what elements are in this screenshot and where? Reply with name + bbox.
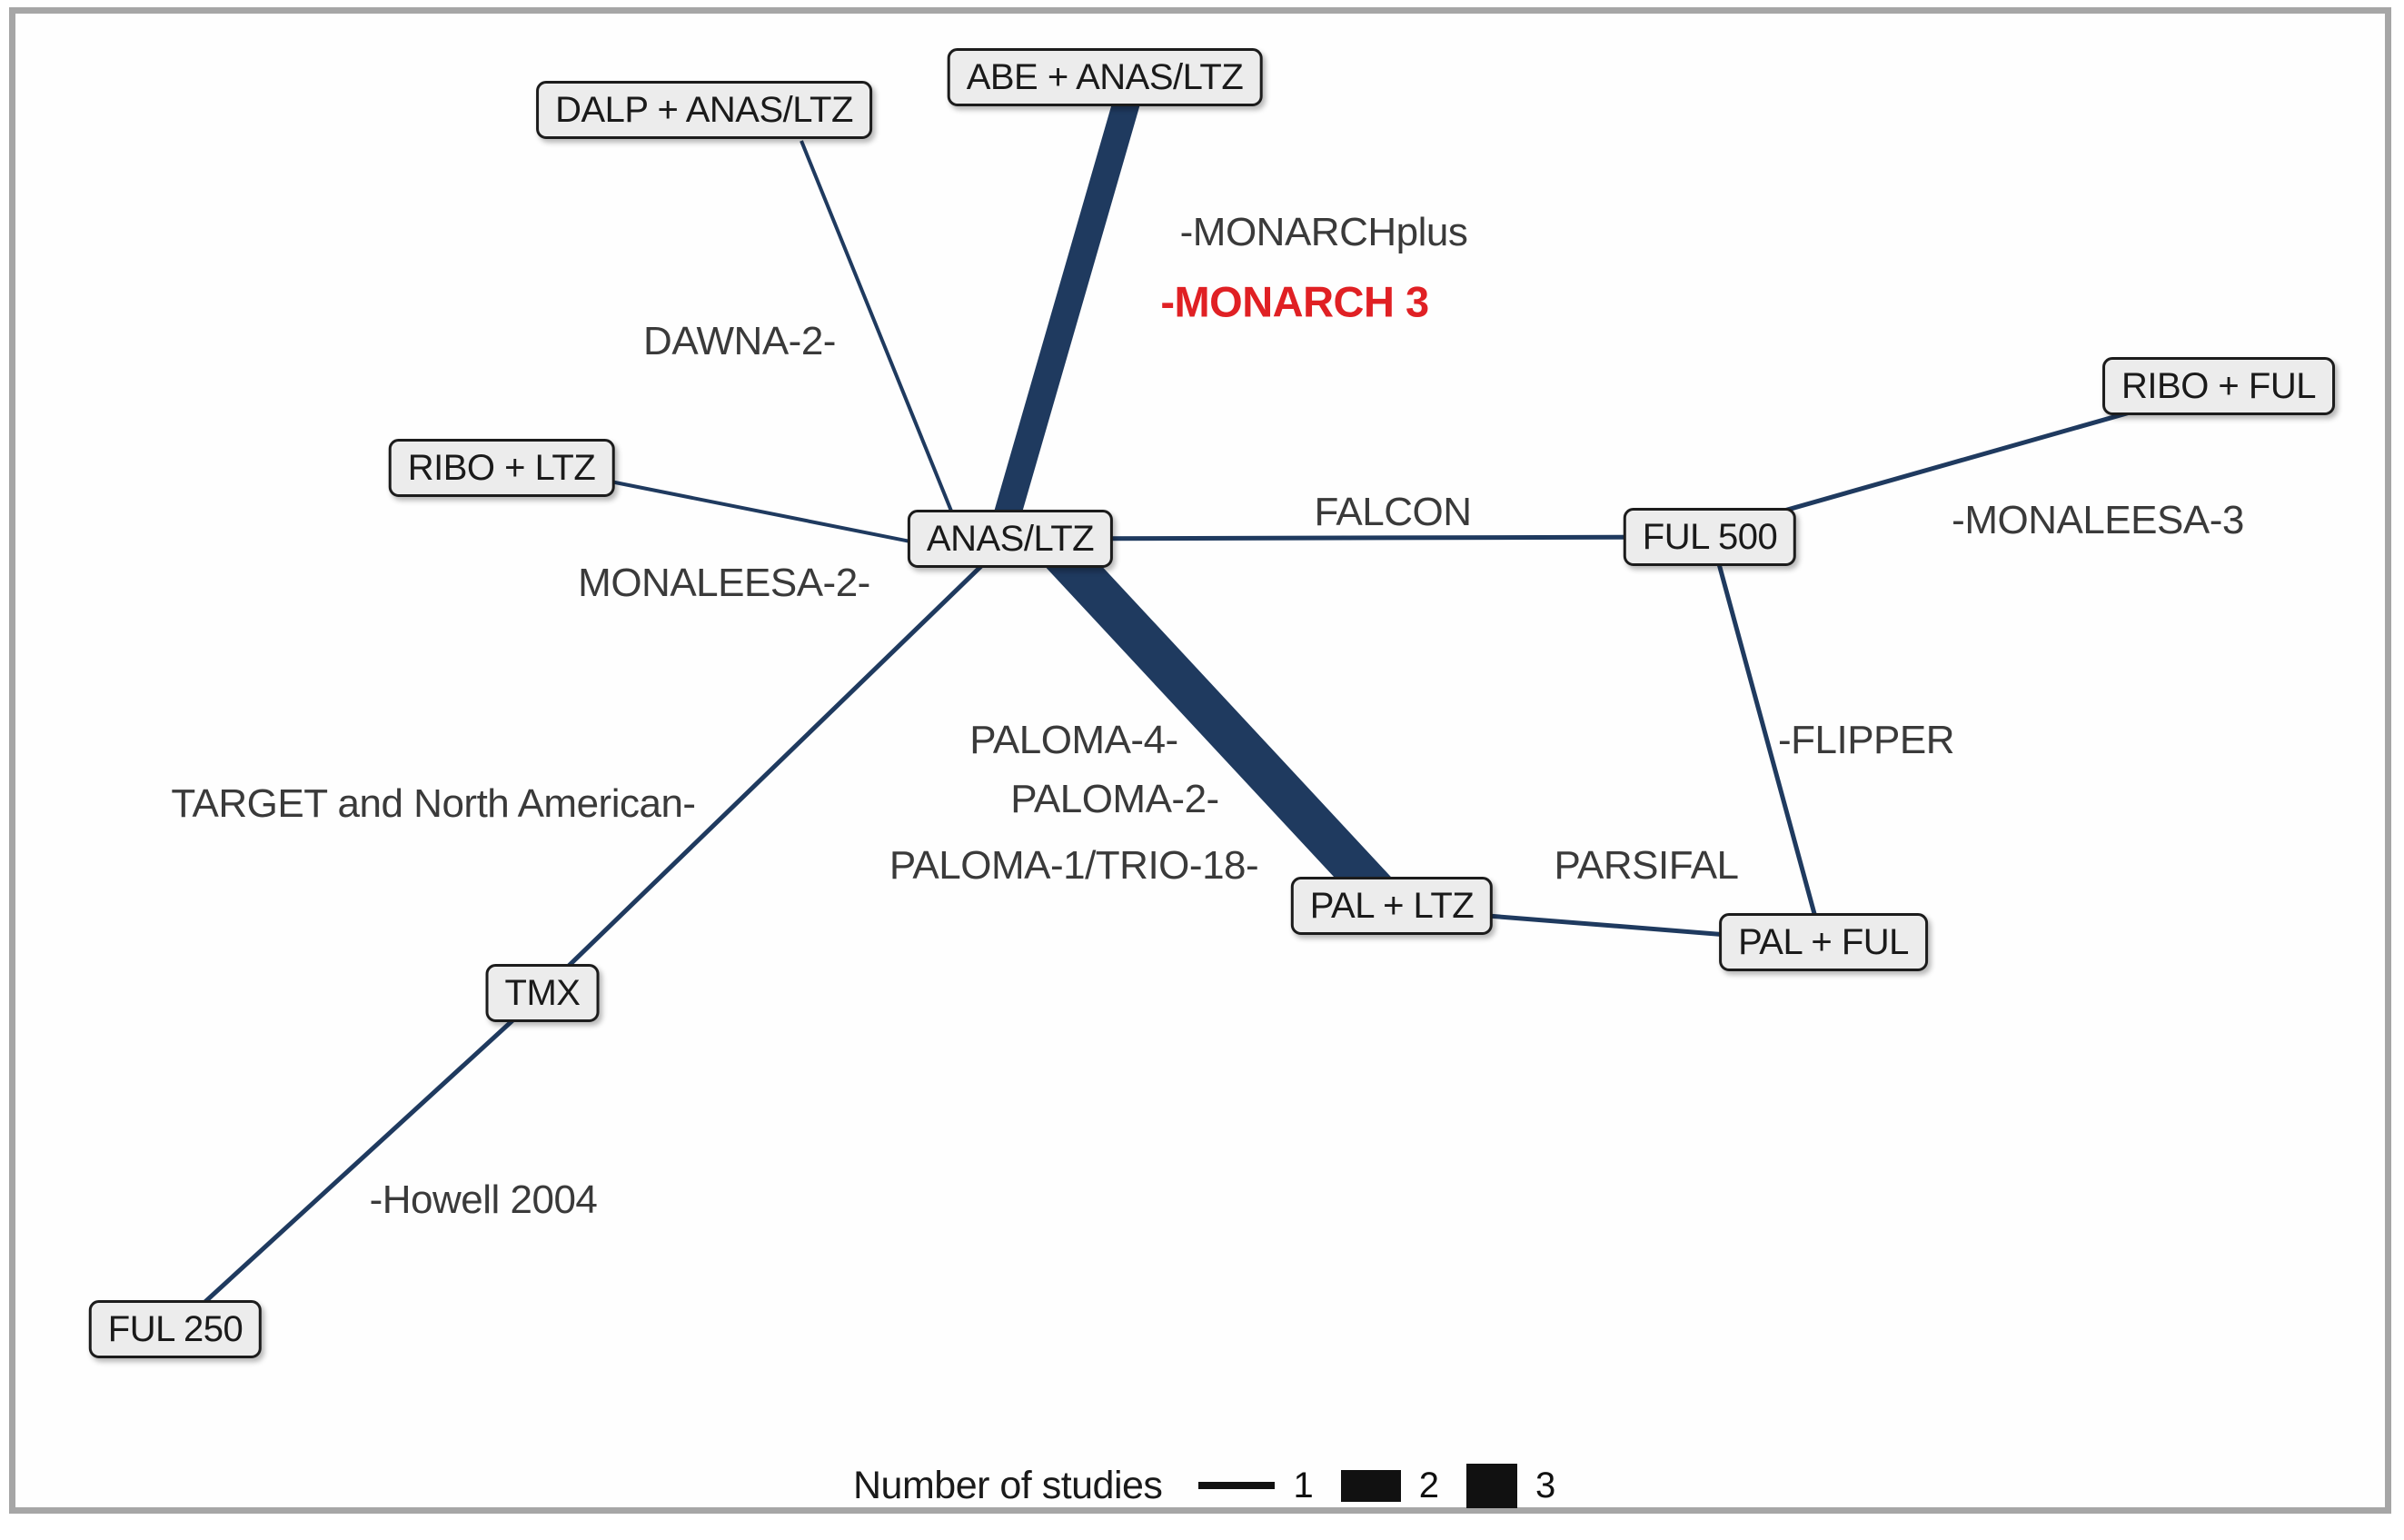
legend-swatch-line-icon [1198, 1482, 1276, 1489]
edge-ribo_ltz-anas_ltz [610, 480, 929, 547]
node-ful_500: FUL 500 [1623, 508, 1797, 566]
edge-label: PARSIFAL [1554, 843, 1739, 888]
legend-count-label: 3 [1535, 1465, 1556, 1505]
legend-count-label: 2 [1418, 1465, 1439, 1505]
network-canvas: -MONARCHplus -MONARCH 3 DAWNA-2- MONALEESA-… [15, 14, 2385, 1508]
edge-label: -MONARCH 3 [1160, 277, 1429, 326]
edge-anas_ltz-tmx [539, 539, 1009, 995]
node-dalp_anas_ltz: DALP + ANAS/LTZ [536, 81, 872, 139]
node-abe_anas_ltz: ABE + ANAS/LTZ [947, 48, 1263, 106]
figure-frame: -MONARCHplus -MONARCH 3 DAWNA-2- MONALEESA-… [9, 7, 2391, 1514]
edge-label: -Howell 2004 [369, 1177, 598, 1222]
node-ful_250: FUL 250 [88, 1300, 263, 1358]
edges-svg [175, 82, 2217, 1329]
edge-label: PALOMA-1/TRIO-18- [889, 843, 1259, 888]
node-ribo_ltz: RIBO + LTZ [388, 439, 615, 497]
edge-label: -MONARCHplus [1179, 210, 1468, 254]
edge-label: -FLIPPER [1777, 718, 1955, 762]
legend-items: 1 2 3 [1198, 1463, 1583, 1508]
legend-item-2: 2 [1340, 1465, 1439, 1506]
edge-label: TARGET and North American- [171, 781, 696, 826]
legend-swatch-square-icon [1465, 1463, 1517, 1508]
legend-item-3: 3 [1465, 1463, 1556, 1508]
legend-item-1: 1 [1198, 1465, 1314, 1506]
edge-label: FALCON [1314, 490, 1472, 534]
edge-label: MONALEESA-2- [578, 561, 870, 605]
legend-swatch-rect-icon [1340, 1469, 1401, 1502]
edge-abe_anas_ltz-anas_ltz [983, 82, 1145, 556]
node-pal_ful: PAL + FUL [1719, 913, 1928, 971]
edge-anas_ltz-ful_500 [1014, 534, 1711, 541]
legend: Number of studies 1 2 3 [853, 1458, 1583, 1513]
edge-dalp_anas_ltz-anas_ltz [800, 140, 962, 534]
legend-count-label: 1 [1293, 1465, 1314, 1505]
edge-label: PALOMA-2- [1010, 777, 1219, 821]
legend-title: Number of studies [853, 1463, 1163, 1507]
edge-anas_ltz-pal_ltz [1036, 528, 1407, 923]
node-tmx: TMX [485, 964, 600, 1022]
edge-label: -MONALEESA-3 [1952, 498, 2244, 542]
edge-ful_500-pal_ful [1710, 540, 1824, 941]
edge-label: PALOMA-4- [969, 718, 1178, 762]
node-anas_ltz: ANAS/LTZ [907, 510, 1114, 568]
node-pal_ltz: PAL + LTZ [1290, 877, 1494, 935]
edge-tmx-ful_250 [175, 993, 542, 1329]
node-ribo_ful: RIBO + FUL [2102, 357, 2335, 415]
edge-label: DAWNA-2- [643, 319, 836, 363]
